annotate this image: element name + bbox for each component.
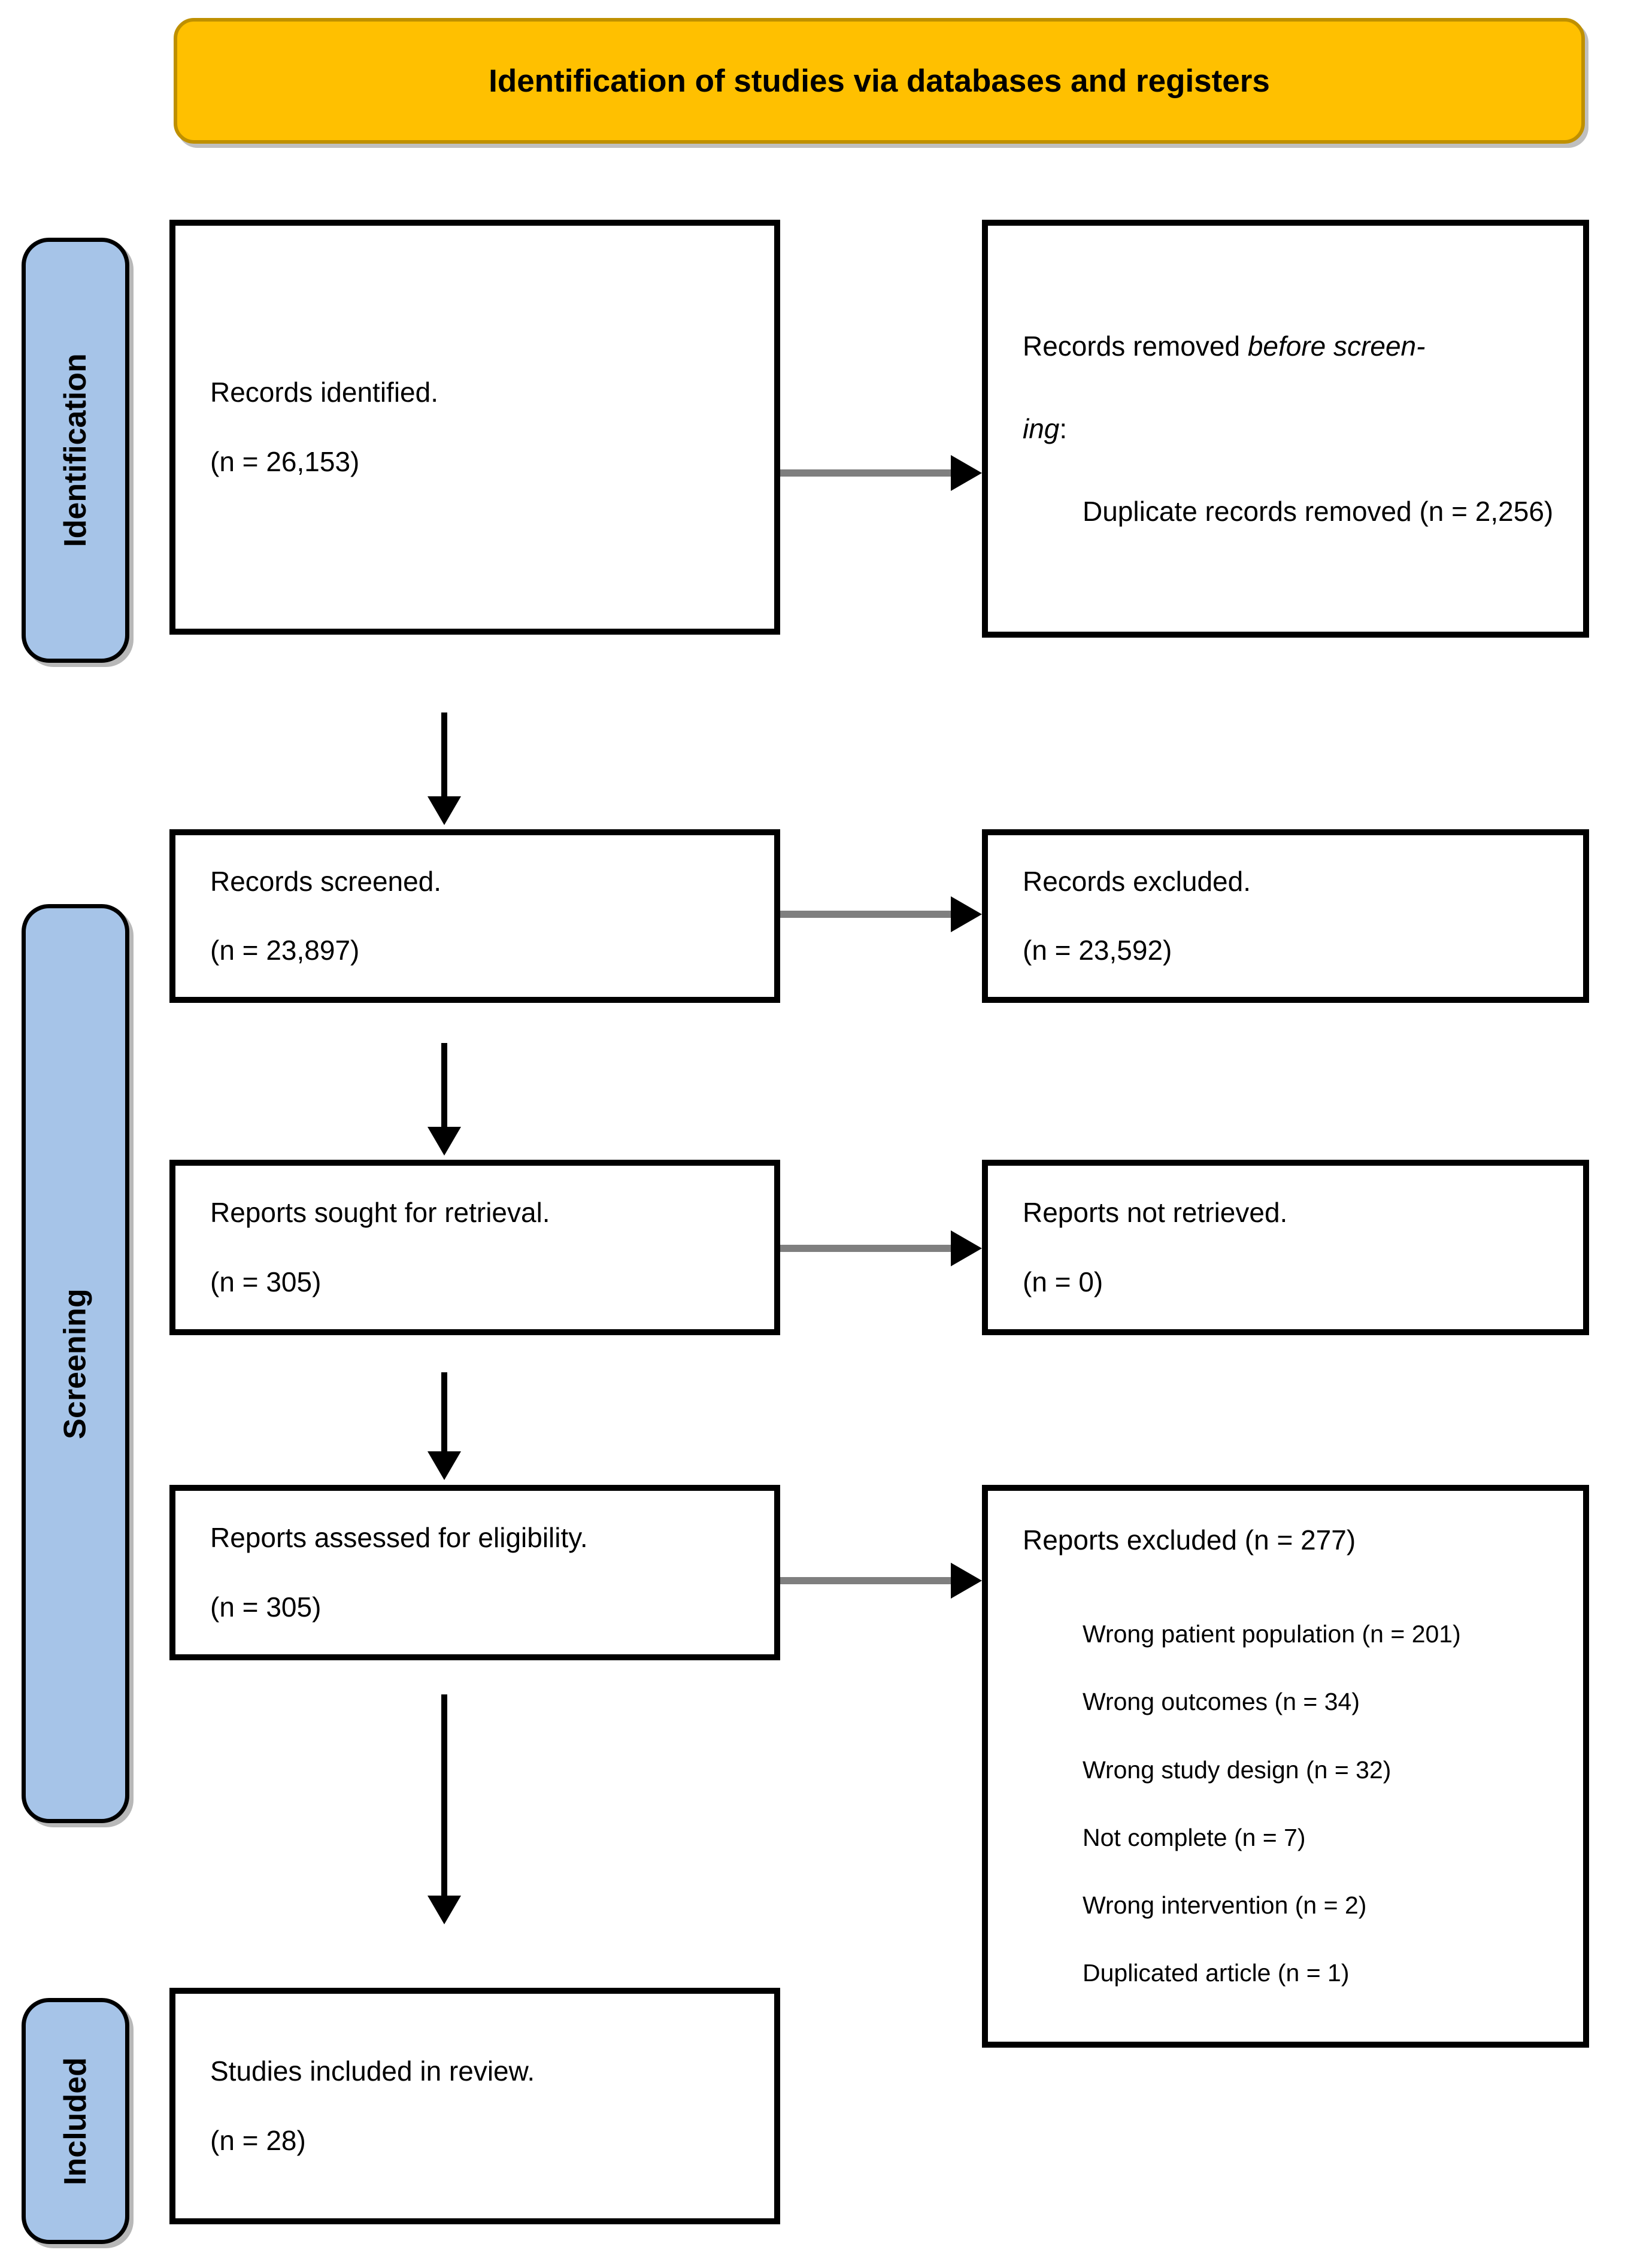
stage-label-identification-text: Identification bbox=[58, 353, 93, 547]
records-excluded-label: Records excluded. bbox=[1023, 865, 1251, 897]
down-arrow-icon bbox=[428, 1694, 461, 1924]
down-arrow-icon bbox=[428, 712, 461, 825]
records-identified-count: (n = 26,153) bbox=[210, 445, 360, 477]
exclusion-reason: Wrong study design (n = 32) bbox=[1083, 1755, 1391, 1784]
records-excluded-count: (n = 23,592) bbox=[1023, 935, 1172, 966]
records-removed-label: Records removed before screen-ing: bbox=[1023, 331, 1426, 444]
stage-label-screening-text: Screening bbox=[58, 1288, 93, 1439]
down-arrow-icon bbox=[428, 1372, 461, 1480]
stage-label-included: Included bbox=[22, 1998, 129, 2244]
stage-label-included-text: Included bbox=[58, 2057, 93, 2185]
right-arrow-icon bbox=[780, 1230, 982, 1266]
records-excluded-box: Records excluded. (n = 23,592) bbox=[982, 829, 1589, 1003]
reports-assessed-label: Reports assessed for eligibility. bbox=[210, 1522, 588, 1554]
stage-label-screening: Screening bbox=[22, 904, 129, 1823]
exclusion-reason: Duplicated article (n = 1) bbox=[1083, 1959, 1350, 1987]
reports-excluded-heading: Reports excluded (n = 277) bbox=[1023, 1524, 1356, 1556]
exclusion-reason: Wrong intervention (n = 2) bbox=[1083, 1891, 1367, 1919]
reports-not-retrieved-box: Reports not retrieved. (n = 0) bbox=[982, 1160, 1589, 1335]
duplicate-records-removed-item: Duplicate records removed (n = 2,256) bbox=[1083, 496, 1554, 527]
reports-excluded-reason-list: Wrong patient population (n = 201) Wrong… bbox=[1023, 1620, 1559, 2026]
reports-sought-label: Reports sought for retrieval. bbox=[210, 1197, 550, 1229]
exclusion-reason: Wrong outcomes (n = 34) bbox=[1083, 1688, 1360, 1716]
down-arrow-icon bbox=[428, 1043, 461, 1156]
studies-included-box: Studies included in review. (n = 28) bbox=[169, 1988, 780, 2224]
exclusion-reason: Not complete (n = 7) bbox=[1083, 1823, 1306, 1851]
studies-included-count: (n = 28) bbox=[210, 2124, 306, 2156]
records-removed-box: Records removed before screen-ing: Dupli… bbox=[982, 220, 1589, 638]
reports-not-retrieved-label: Reports not retrieved. bbox=[1023, 1197, 1288, 1229]
records-identified-label: Records identified. bbox=[210, 377, 438, 408]
reports-assessed-box: Reports assessed for eligibility. (n = 3… bbox=[169, 1485, 780, 1660]
right-arrow-icon bbox=[780, 455, 982, 491]
right-arrow-icon bbox=[780, 1563, 982, 1599]
banner-title: Identification of studies via databases … bbox=[489, 63, 1270, 99]
records-screened-count: (n = 23,897) bbox=[210, 935, 360, 966]
banner: Identification of studies via databases … bbox=[174, 18, 1585, 144]
records-screened-label: Records screened. bbox=[210, 865, 442, 897]
right-arrow-icon bbox=[780, 896, 982, 932]
records-screened-box: Records screened. (n = 23,897) bbox=[169, 829, 780, 1003]
reports-sought-count: (n = 305) bbox=[210, 1266, 322, 1297]
exclusion-reason: Wrong patient population (n = 201) bbox=[1083, 1620, 1461, 1648]
records-identified-box: Records identified. (n = 26,153) bbox=[169, 220, 780, 635]
reports-sought-box: Reports sought for retrieval. (n = 305) bbox=[169, 1160, 780, 1335]
studies-included-label: Studies included in review. bbox=[210, 2055, 535, 2087]
reports-excluded-box: Reports excluded (n = 277) Wrong patient… bbox=[982, 1485, 1589, 2048]
stage-label-identification: Identification bbox=[22, 238, 129, 663]
reports-assessed-count: (n = 305) bbox=[210, 1591, 322, 1623]
reports-not-retrieved-count: (n = 0) bbox=[1023, 1266, 1103, 1297]
